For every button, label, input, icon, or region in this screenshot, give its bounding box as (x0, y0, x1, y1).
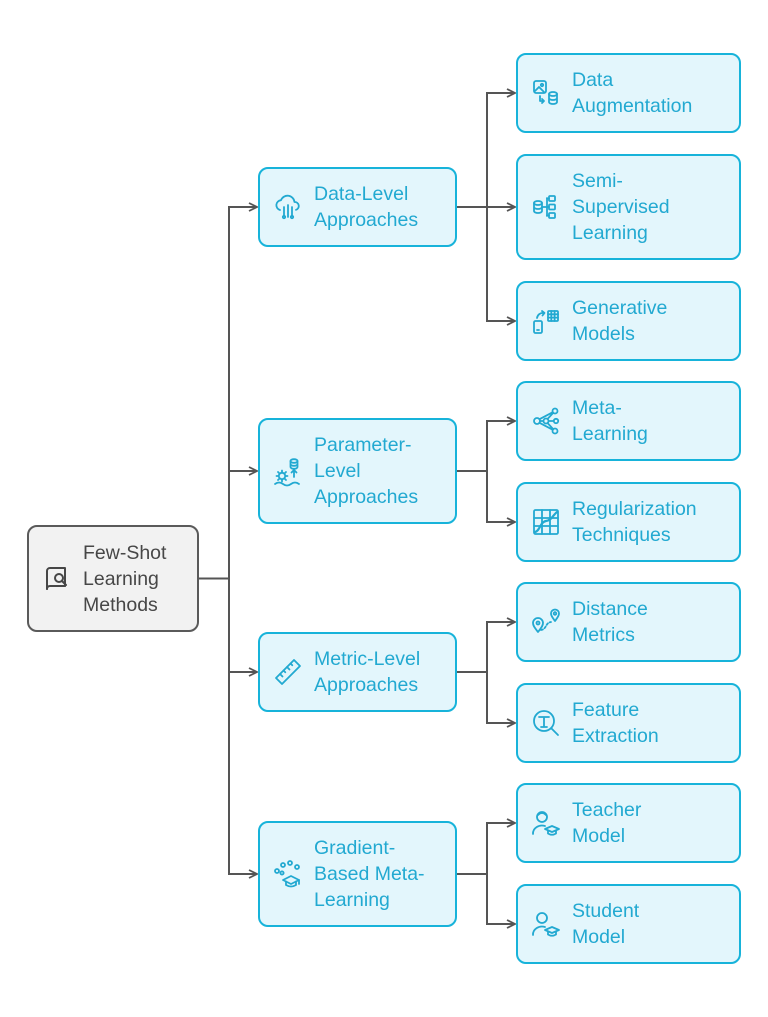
leaf-label: Distance Metrics (572, 598, 648, 646)
connector-data-level-to-data-augmentation (457, 93, 515, 208)
leaf-feature-extraction[interactable]: Feature Extraction (516, 683, 741, 763)
leaf-teacher-model[interactable]: Teacher Model (516, 783, 741, 863)
ruler-icon (272, 656, 304, 688)
teacher-icon (530, 807, 562, 839)
leaf-label: Data Augmentation (572, 69, 693, 117)
category-parameter-level-approaches[interactable]: Parameter- Level Approaches (258, 418, 457, 524)
text-magnifier-icon (530, 707, 562, 739)
connector-parameter-level-to-regularization (457, 470, 515, 522)
leaf-label: Regularization Techniques (572, 498, 697, 546)
root-label: Few-Shot Learning Methods (83, 541, 167, 616)
leaf-meta-learning[interactable]: Meta- Learning (516, 381, 741, 461)
leaf-distance-metrics[interactable]: Distance Metrics (516, 582, 741, 662)
chart-grid-icon (530, 506, 562, 538)
book-search-icon (41, 563, 73, 595)
leaf-regularization-techniques[interactable]: Regularization Techniques (516, 482, 741, 562)
graduation-network-icon (272, 858, 304, 890)
leaf-student-model[interactable]: Student Model (516, 884, 741, 964)
leaf-label: Feature Extraction (572, 699, 659, 747)
connector-gradient-based-to-student-model (457, 873, 515, 924)
category-data-level-approaches[interactable]: Data-Level Approaches (258, 167, 457, 247)
connector-metric-level-to-distance-metrics (457, 622, 515, 673)
connector-gradient-based-to-teacher-model (457, 823, 515, 875)
category-metric-level-approaches[interactable]: Metric-Level Approaches (258, 632, 457, 712)
student-icon (530, 908, 562, 940)
image-database-icon (530, 77, 562, 109)
leaf-data-augmentation[interactable]: Data Augmentation (516, 53, 741, 133)
category-label: Gradient- Based Meta- Learning (314, 837, 425, 911)
connector-data-level-to-generative-models (457, 206, 515, 321)
device-grid-icon (530, 305, 562, 337)
database-network-icon (530, 191, 562, 223)
share-network-icon (530, 405, 562, 437)
category-label: Metric-Level Approaches (314, 648, 421, 696)
connector-root-to-parameter-level (199, 471, 257, 580)
leaf-label: Teacher Model (572, 799, 642, 847)
leaf-label: Generative Models (572, 297, 668, 345)
route-pins-icon (530, 606, 562, 638)
cloud-circuit-icon (272, 191, 304, 223)
category-label: Parameter- Level Approaches (314, 434, 419, 508)
leaf-label: Student Model (572, 900, 640, 948)
leaf-label: Meta- Learning (572, 397, 648, 445)
root-node-few-shot-learning-methods[interactable]: Few-Shot Learning Methods (27, 525, 199, 632)
connector-parameter-level-to-meta-learning (457, 421, 515, 472)
leaf-semi-supervised-learning[interactable]: Semi- Supervised Learning (516, 154, 741, 260)
category-label: Data-Level Approaches (314, 183, 419, 231)
leaf-generative-models[interactable]: Generative Models (516, 281, 741, 361)
gears-database-icon (272, 455, 304, 487)
connector-metric-level-to-feature-extraction (457, 671, 515, 723)
leaf-label: Semi- Supervised Learning (572, 170, 670, 244)
connector-root-to-gradient-based (199, 577, 257, 875)
category-gradient-based-meta-learning[interactable]: Gradient- Based Meta- Learning (258, 821, 457, 927)
